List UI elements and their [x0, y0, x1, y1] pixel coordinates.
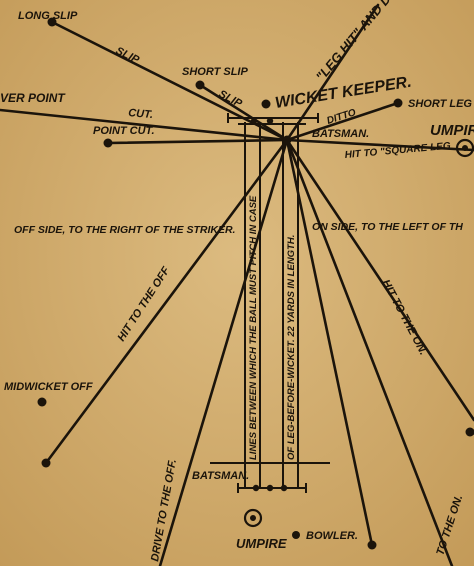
- batsman-top-dot: [282, 135, 292, 145]
- label-cover-point: VER POINT: [0, 91, 66, 105]
- stump-top-2: [266, 117, 274, 125]
- umpire-top-center: [462, 145, 468, 151]
- line-hit-to-on: [285, 138, 474, 422]
- umpire-bottom-center: [250, 515, 256, 521]
- short-slip-dot: [195, 80, 205, 90]
- umpire-top-ring: [455, 138, 474, 158]
- label-lbw-left: LINES BETWEEN WHICH THE BALL MUST PITCH …: [248, 195, 259, 460]
- point-cut-dot: [103, 138, 113, 148]
- label-umpire-top: UMPIRE: [430, 122, 474, 139]
- umpire-bottom-marker: [243, 508, 263, 528]
- line-square-leg: [285, 138, 474, 152]
- line-hit-to-off: [44, 138, 289, 465]
- label-short-leg: SHORT LEG: [408, 98, 472, 110]
- label-batsman-bottom: BATSMAN.: [192, 470, 249, 482]
- hit-to-off-dot: [41, 458, 51, 468]
- stump-top-1: [250, 117, 258, 125]
- label-batsman-top: BATSMAN.: [312, 128, 369, 140]
- stump-bottom-1: [252, 484, 260, 492]
- label-cut: CUT.: [128, 107, 154, 121]
- label-long-slip: LONG SLIP: [18, 10, 78, 22]
- label-on-side: ON SIDE, TO THE LEFT OF TH: [312, 221, 463, 233]
- label-umpire-bottom: UMPIRE: [236, 536, 287, 551]
- midwicket-off-dot: [37, 397, 47, 407]
- label-bowler: BOWLER.: [306, 530, 358, 542]
- bowler-dot: [292, 531, 300, 539]
- line-long-slip: [50, 20, 289, 142]
- line-short-leg: [285, 101, 400, 142]
- umpire-top-marker: [455, 138, 474, 158]
- line-point-cut: [106, 138, 289, 145]
- label-lbw-right: OF LEG-BEFORE-WICKET. 22 YARDS IN LENGTH…: [286, 235, 297, 460]
- fielder-dots: [37, 17, 474, 550]
- label-midwicket-off: MIDWICKET OFF: [4, 381, 93, 393]
- fielding-lines: [0, 3, 474, 566]
- right-edge-dot: [465, 427, 474, 437]
- line-center-on: [285, 138, 374, 547]
- label-short-slip: SHORT SLIP: [182, 66, 248, 78]
- label-point-cut: POINT CUT.: [93, 125, 155, 137]
- on-side-dot: [367, 540, 377, 550]
- stump-bottom-2: [266, 484, 274, 492]
- long-slip-dot: [47, 17, 57, 27]
- line-cover-point: [0, 108, 289, 142]
- short-leg-dot: [393, 98, 403, 108]
- wickets: [250, 117, 292, 492]
- line-drive-off: [158, 138, 289, 566]
- line-short-slip: [198, 83, 289, 142]
- stump-bottom-3: [280, 484, 288, 492]
- wicket-keeper-dot: [261, 99, 271, 109]
- umpire-bottom-ring: [243, 508, 263, 528]
- label-off-side: OFF SIDE, TO THE RIGHT OF THE STRIKER.: [14, 224, 236, 236]
- line-drive-on: [285, 138, 454, 566]
